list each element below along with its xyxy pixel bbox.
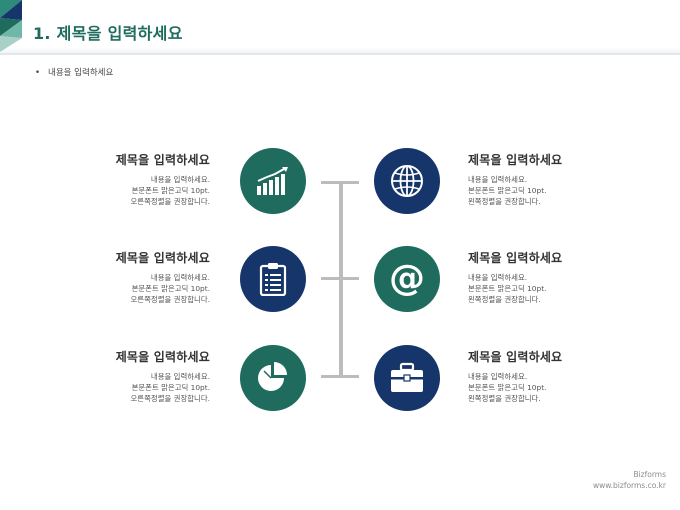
item-description: 내용을 입력하세요. 본문폰트 맑은고딕 10pt. 왼쪽정렬을 권장합니다. [468, 273, 547, 304]
corner-decoration-icon [0, 0, 22, 52]
connector-row-1 [321, 181, 359, 184]
item-description: 내용을 입력하세요. 본문폰트 맑은고딕 10pt. 오른쪽정렬을 권장합니다. [130, 273, 211, 304]
connector-row-2 [321, 277, 359, 280]
item-description: 내용을 입력하세요. 본문폰트 맑은고딕 10pt. 왼쪽정렬을 권장합니다. [468, 372, 547, 403]
clipboard-checklist-icon [259, 263, 287, 296]
item-title: 제목을 입력하세요 [115, 350, 210, 364]
item-title: 제목을 입력하세요 [115, 251, 210, 265]
pie-chart-circle [240, 345, 306, 411]
header-divider [0, 53, 680, 55]
item-description: 내용을 입력하세요. 본문폰트 맑은고딕 10pt. 오른쪽정렬을 권장합니다. [130, 175, 211, 206]
item-description: 내용을 입력하세요. 본문폰트 맑은고딕 10pt. 왼쪽정렬을 권장합니다. [468, 175, 547, 206]
bar-chart-circle [240, 148, 306, 214]
bar-chart-icon [257, 167, 288, 195]
globe-circle [374, 148, 440, 214]
briefcase-circle [374, 345, 440, 411]
page-title: 1. 제목을 입력하세요 [33, 24, 183, 43]
footer-brand: Bizforms [633, 470, 666, 479]
pie-chart-icon [258, 362, 287, 391]
svg-text:@: @ [389, 260, 425, 298]
bullet-text: •내용을 입력하세요 [35, 68, 114, 78]
item-title: 제목을 입력하세요 [468, 251, 563, 265]
connector-row-3 [321, 375, 359, 378]
footer: Bizforms www.bizforms.co.kr [593, 469, 666, 491]
item-title: 제목을 입력하세요 [468, 350, 563, 364]
item-title: 제목을 입력하세요 [115, 153, 210, 167]
at-sign-icon: @ [389, 260, 425, 298]
item-title: 제목을 입력하세요 [468, 153, 563, 167]
header-bar [0, 0, 680, 54]
briefcase-icon [391, 362, 423, 392]
globe-icon [391, 165, 423, 197]
footer-url[interactable]: www.bizforms.co.kr [592, 481, 666, 490]
bullet-dot-icon: • [35, 68, 41, 78]
item-description: 내용을 입력하세요. 본문폰트 맑은고딕 10pt. 오른쪽정렬을 권장합니다. [130, 372, 211, 403]
at-sign-circle: @ [374, 246, 440, 312]
clipboard-circle [240, 246, 306, 312]
